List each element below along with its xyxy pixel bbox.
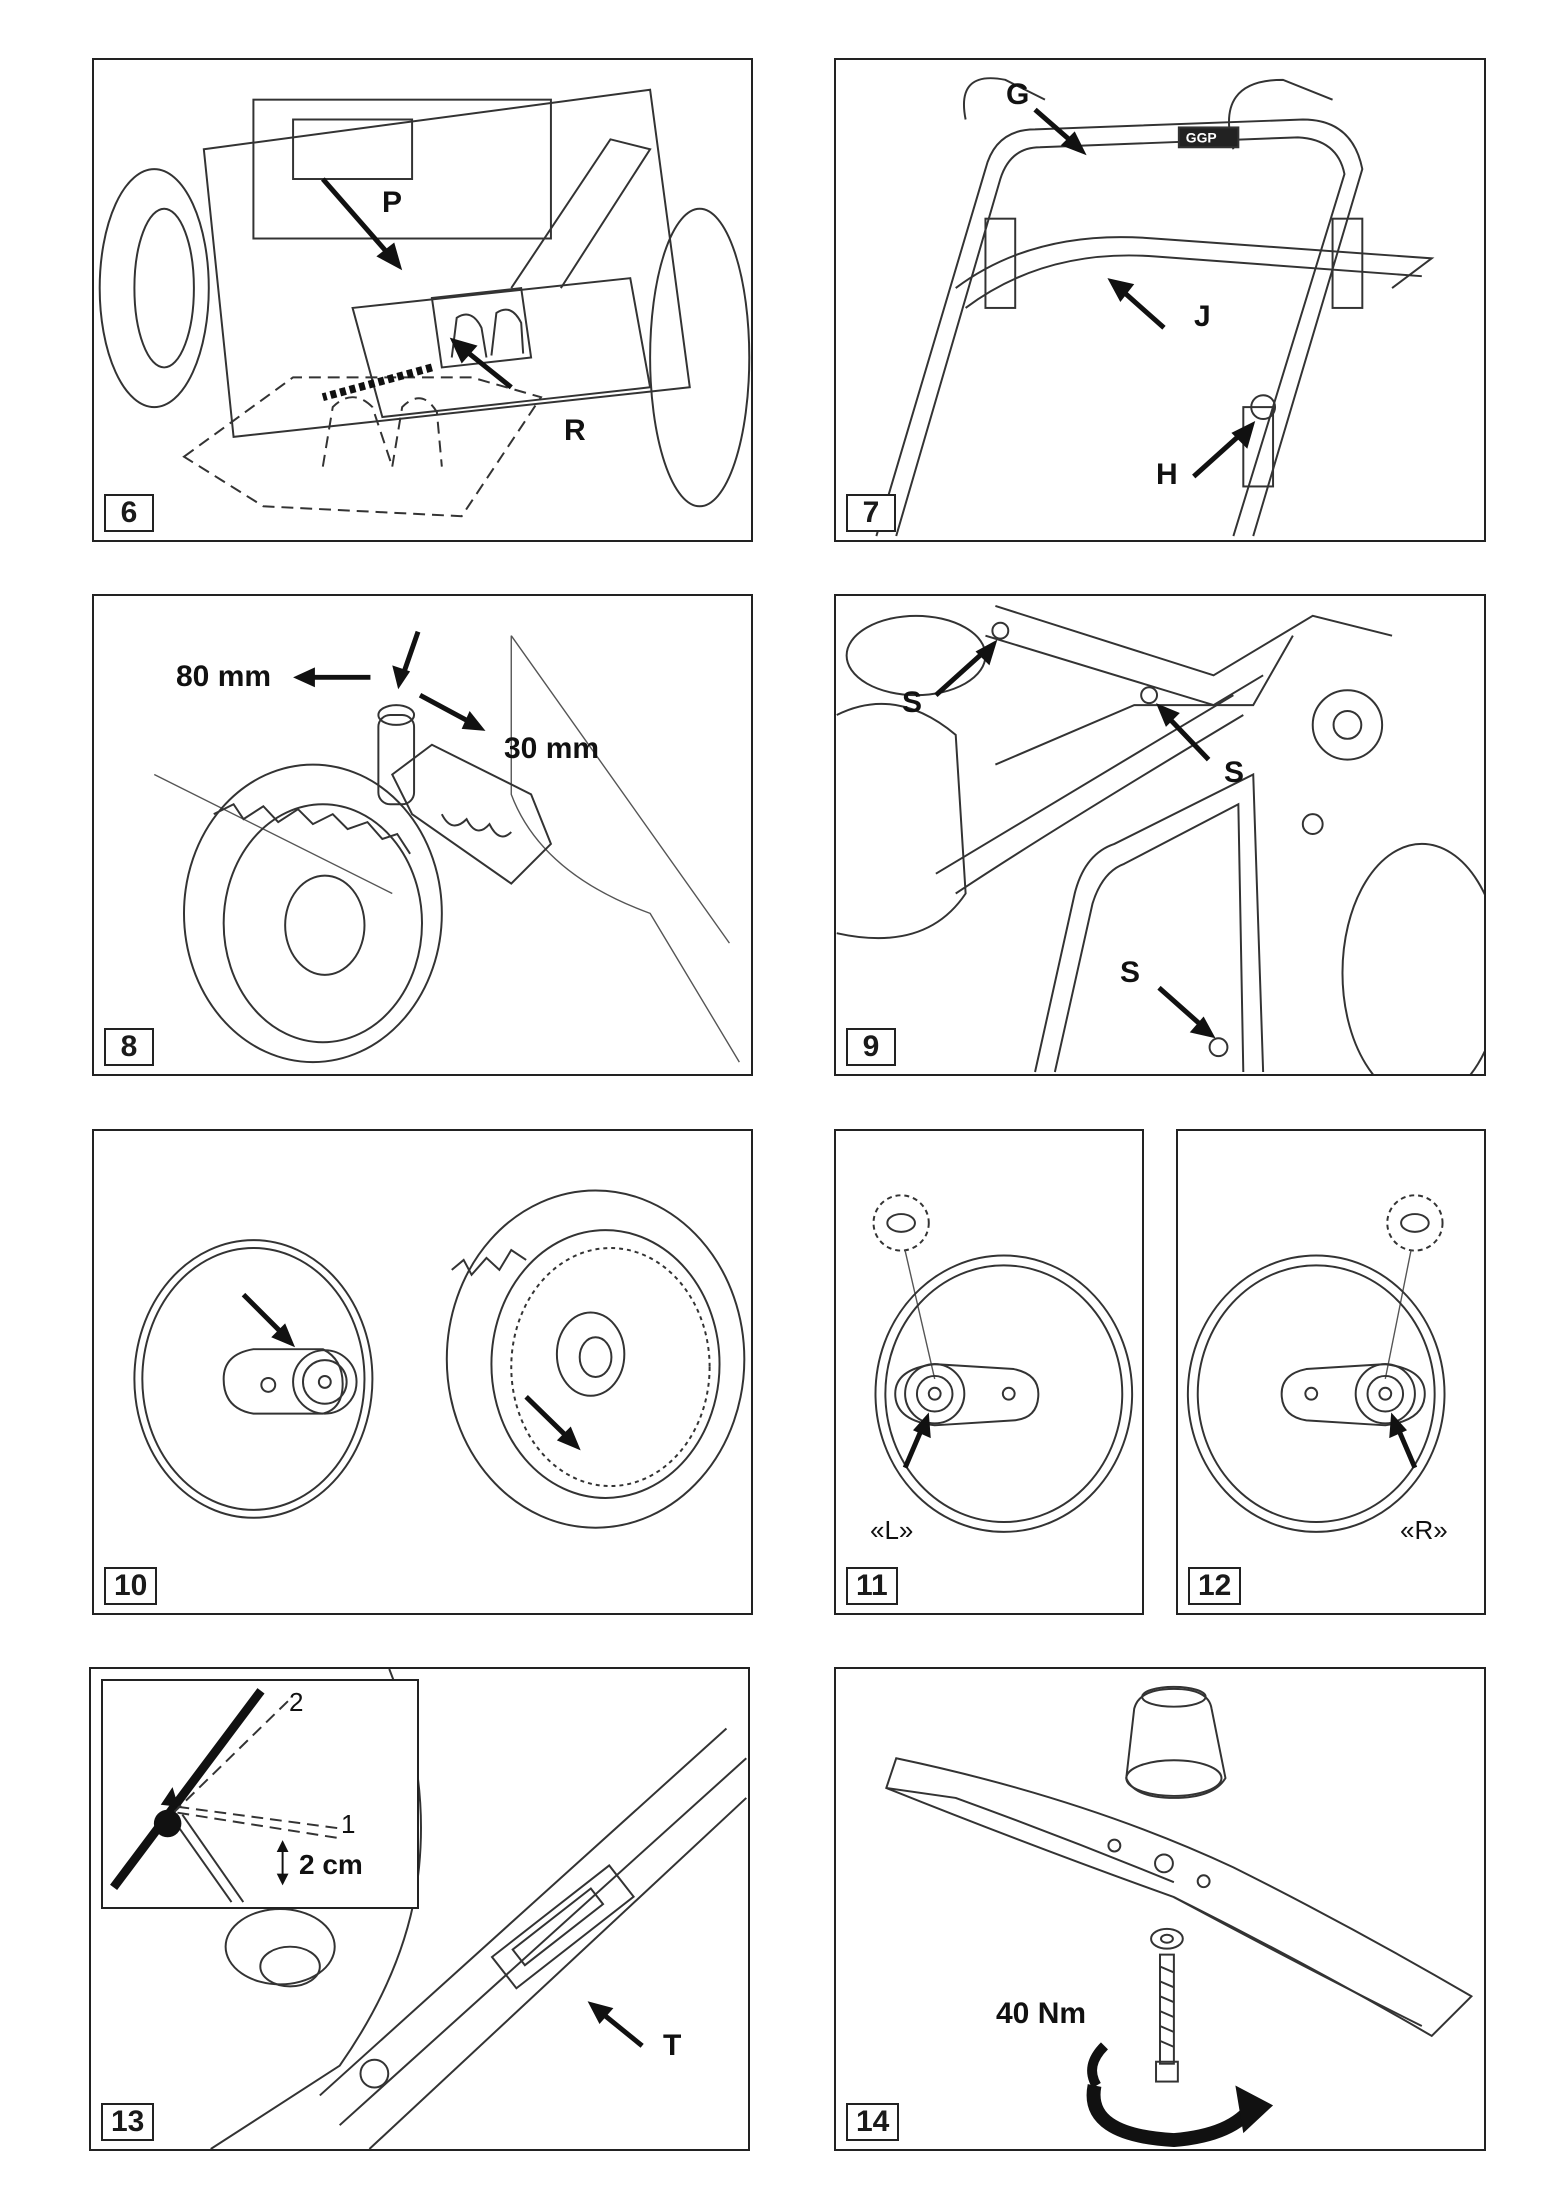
label-H: H [1156,458,1178,492]
inset-label-1: 1 [341,1809,355,1840]
inset-handle-detail: 2 1 2 cm [101,1679,419,1909]
figure-13: 2 1 2 cm T 13 [89,1667,750,2151]
figure-6: P R 6 [92,58,753,542]
figure-9: S S S 9 [834,594,1486,1076]
label-S-2: S [1224,756,1244,790]
figure-number: 14 [846,2103,899,2141]
figure-11: «L» 11 [834,1129,1144,1615]
label-G: G [1006,78,1029,112]
figure-number: 11 [846,1567,898,1605]
figure-number: 8 [104,1028,154,1066]
label-P: P [382,186,402,220]
figure-number: 9 [846,1028,896,1066]
figure-number: 12 [1188,1567,1241,1605]
figure-number: 10 [104,1567,157,1605]
label-30mm: 30 mm [504,732,599,766]
figure-14: 40 Nm 14 [834,1667,1486,2151]
label-80mm: 80 mm [176,660,271,694]
figure-number: 6 [104,494,154,532]
figure-number: 13 [101,2103,154,2141]
figure-7: GGP G J H 7 [834,58,1486,542]
figure-10: 10 [92,1129,753,1615]
label-S-1: S [902,686,922,720]
label-R: «R» [1400,1515,1448,1546]
inset-label-2: 2 [289,1687,303,1718]
label-S-3: S [1120,956,1140,990]
brand-mark: GGP [1186,129,1217,145]
figure-12: «R» 12 [1176,1129,1486,1615]
figure-number: 7 [846,494,896,532]
figure-6-illustration [94,60,751,540]
figure-14-illustration [836,1669,1484,2149]
inset-handle-illustration [103,1681,417,1907]
label-torque: 40 Nm [996,1997,1086,2031]
label-L: «L» [870,1515,913,1546]
label-J: J [1194,300,1211,334]
figure-10-illustration [94,1131,751,1613]
figure-8: 80 mm 30 mm 8 [92,594,753,1076]
inset-label-2cm: 2 cm [299,1849,363,1881]
figure-9-illustration [836,596,1484,1074]
label-T: T [663,2029,681,2063]
label-R: R [564,414,586,448]
